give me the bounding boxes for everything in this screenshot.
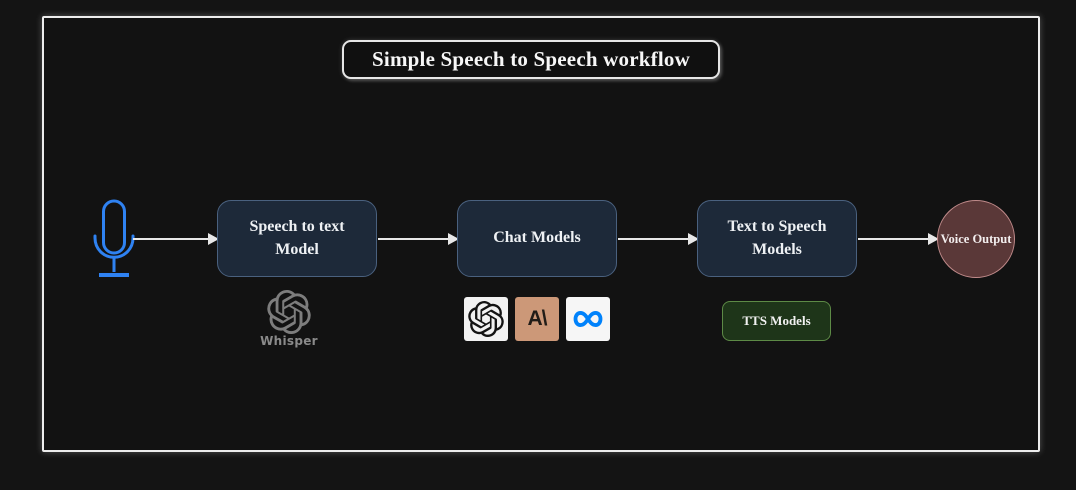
node-text-to-speech-label: Text to Speech Models bbox=[727, 218, 827, 258]
tts-models-badge: TTS Models bbox=[722, 301, 831, 341]
node-speech-to-text-label: Speech to text Model bbox=[249, 218, 345, 258]
diagram-title: Simple Speech to Speech workflow bbox=[342, 40, 720, 79]
diagram-title-text: Simple Speech to Speech workflow bbox=[372, 47, 690, 71]
flow-arrow-tts-to-output bbox=[858, 233, 939, 245]
node-chat-models: Chat Models bbox=[457, 200, 617, 277]
node-speech-to-text: Speech to text Model bbox=[217, 200, 377, 277]
anthropic-logo-glyph: A\ bbox=[527, 307, 548, 330]
anthropic-logo: A\ bbox=[515, 297, 559, 341]
openai-logo-whisper-icon bbox=[267, 290, 311, 334]
meta-logo bbox=[566, 297, 610, 341]
openai-logo bbox=[464, 297, 508, 341]
node-voice-output-label: Voice Output bbox=[940, 231, 1012, 246]
node-chat-models-label: Chat Models bbox=[493, 229, 581, 247]
meta-logo-icon bbox=[573, 311, 603, 327]
microphone-icon bbox=[93, 199, 135, 277]
flow-arrow-chat-to-tts bbox=[618, 233, 699, 245]
openai-logo-icon bbox=[468, 301, 504, 337]
whisper-label: Whisper bbox=[260, 334, 318, 348]
tts-models-badge-label: TTS Models bbox=[742, 313, 811, 328]
flow-arrow-stt-to-chat bbox=[378, 233, 459, 245]
flow-arrow-mic-to-stt bbox=[133, 233, 219, 245]
node-voice-output: Voice Output bbox=[937, 200, 1015, 278]
node-text-to-speech: Text to Speech Models bbox=[697, 200, 857, 277]
